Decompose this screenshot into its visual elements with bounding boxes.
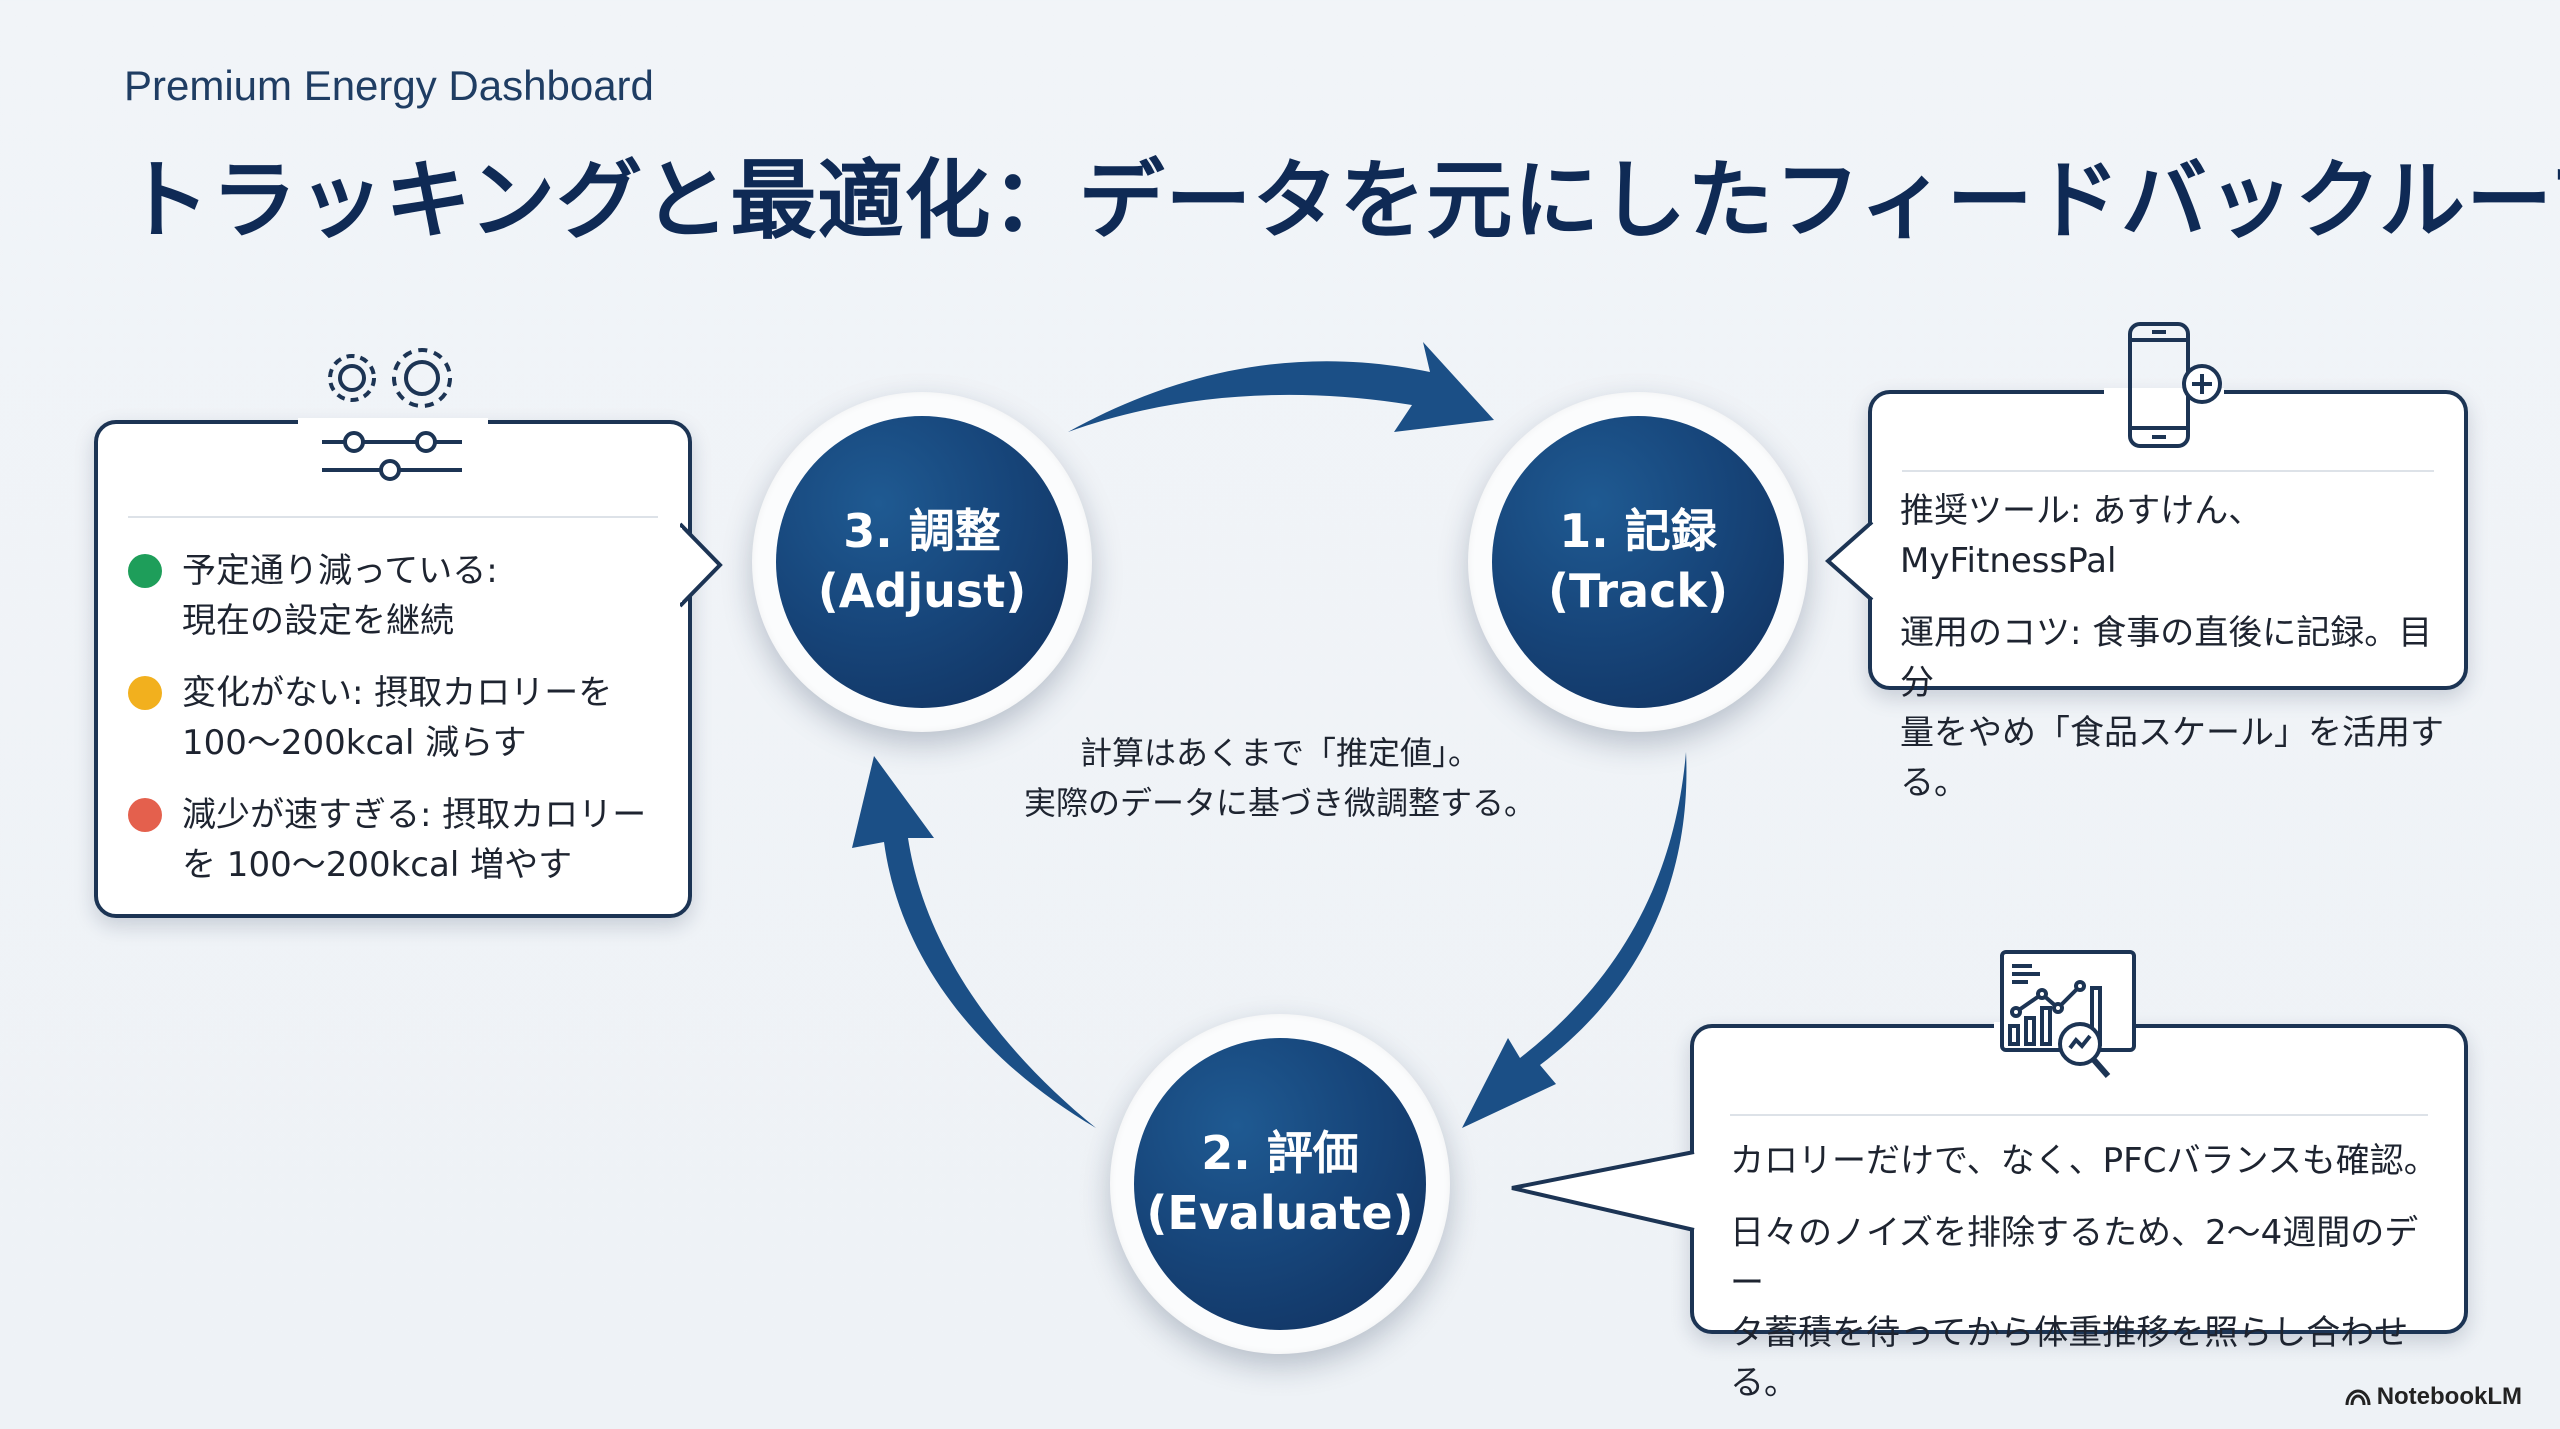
adjust-status-list: 予定通り減っている: 現在の設定を継続 変化がない: 摂取カロリーを 100〜200… bbox=[128, 546, 668, 912]
arrow-adjust-to-track bbox=[1068, 342, 1494, 432]
red-status-dot bbox=[128, 798, 162, 832]
step-adjust-label: 3. 調整 bbox=[843, 504, 1001, 559]
status-item-text: を 100〜200kcal 増やす bbox=[182, 845, 573, 885]
arrow-evaluate-to-adjust bbox=[852, 756, 1096, 1128]
track-card-pointer bbox=[1824, 520, 1874, 602]
evaluate-noise-text: 日々のノイズを排除するため、2〜4週間のデー bbox=[1730, 1213, 2419, 1303]
step-evaluate-english: (Evaluate) bbox=[1146, 1186, 1414, 1240]
track-card: 推奨ツール: あすけん、MyFitnessPal 運用のコツ: 食事の直後に記録… bbox=[1868, 388, 2468, 803]
status-item-no-change: 変化がない: 摂取カロリーを 100〜200kcal 減らす bbox=[128, 668, 668, 768]
chart-analysis-icon bbox=[2000, 950, 2136, 1078]
evaluate-card-divider bbox=[1730, 1114, 2428, 1116]
status-item-on-track: 予定通り減っている: 現在の設定を継続 bbox=[128, 546, 668, 646]
status-item-too-fast: 減少が速すぎる: 摂取カロリーを 100〜200kcal 増やす bbox=[128, 790, 668, 890]
track-tips-text: 運用のコツ: 食事の直後に記録。目分 bbox=[1900, 613, 2433, 703]
yellow-status-dot bbox=[128, 676, 162, 710]
status-item-text: 減少が速すぎる: 摂取カロリー bbox=[182, 795, 647, 835]
adjust-card-divider bbox=[128, 516, 658, 518]
evaluate-pfc-text: カロリーだけで、なく、PFCバランスも確認。 bbox=[1730, 1141, 2438, 1181]
status-item-text: 変化がない: 摂取カロリーを bbox=[182, 673, 613, 713]
center-note-line1: 計算はあくまで「推定値」。 bbox=[1079, 734, 1480, 772]
step-track-label: 1. 記録 bbox=[1559, 504, 1717, 559]
green-status-dot bbox=[128, 554, 162, 588]
step-adjust-english: (Adjust) bbox=[817, 564, 1027, 618]
step-adjust-disc: 3. 調整 (Adjust) bbox=[776, 416, 1068, 708]
status-item-text: 予定通り減っている: bbox=[182, 551, 498, 591]
step-track-english: (Track) bbox=[1548, 564, 1728, 618]
gears-sliders-icon bbox=[322, 348, 462, 481]
center-note-line2: 実際のデータに基づき微調整する。 bbox=[1023, 784, 1536, 822]
center-note: 計算はあくまで「推定値」。 実際のデータに基づき微調整する。 bbox=[960, 728, 1600, 828]
evaluate-noise-text-cont: タ蓄積を待ってから体重推移を照らし合わせる。 bbox=[1730, 1313, 2409, 1403]
track-card-divider bbox=[1902, 470, 2434, 472]
status-item-text: 現在の設定を継続 bbox=[182, 601, 454, 641]
step-track[interactable]: 1. 記録 (Track) bbox=[1468, 392, 1808, 732]
evaluate-card-pointer bbox=[1511, 1150, 1696, 1232]
step-evaluate-disc: 2. 評価 (Evaluate) bbox=[1134, 1038, 1426, 1330]
dashboard-subtitle: Premium Energy Dashboard bbox=[124, 62, 654, 109]
adjust-card: 予定通り減っている: 現在の設定を継続 変化がない: 摂取カロリーを 100〜200… bbox=[94, 418, 692, 918]
track-tools-text: 推奨ツール: あすけん、MyFitnessPal bbox=[1900, 491, 2263, 581]
step-adjust[interactable]: 3. 調整 (Adjust) bbox=[752, 392, 1092, 732]
arrow-track-to-evaluate bbox=[1462, 752, 1687, 1128]
notebooklm-brand: NotebookLM bbox=[2345, 1383, 2522, 1411]
evaluate-card-text: カロリーだけで、なく、PFCバランスも確認。 日々のノイズを排除するため、2〜4… bbox=[1730, 1136, 2450, 1408]
page-title: トラッキングと最適化：データを元にしたフィードバックループ bbox=[124, 151, 2560, 251]
step-evaluate[interactable]: 2. 評価 (Evaluate) bbox=[1110, 1014, 1450, 1354]
step-evaluate-label: 2. 評価 bbox=[1201, 1126, 1359, 1181]
notebooklm-logo-icon bbox=[2345, 1389, 2371, 1406]
adjust-card-pointer bbox=[680, 522, 723, 608]
track-tips-text-cont: 量をやめ「食品スケール」を活用する。 bbox=[1900, 713, 2444, 803]
brand-label: NotebookLM bbox=[2376, 1383, 2522, 1410]
track-card-text: 推奨ツール: あすけん、MyFitnessPal 運用のコツ: 食事の直後に記録… bbox=[1900, 486, 2450, 808]
step-track-disc: 1. 記録 (Track) bbox=[1492, 416, 1784, 708]
smartphone-plus-icon bbox=[2128, 322, 2222, 448]
status-item-text: 100〜200kcal 減らす bbox=[182, 723, 527, 763]
